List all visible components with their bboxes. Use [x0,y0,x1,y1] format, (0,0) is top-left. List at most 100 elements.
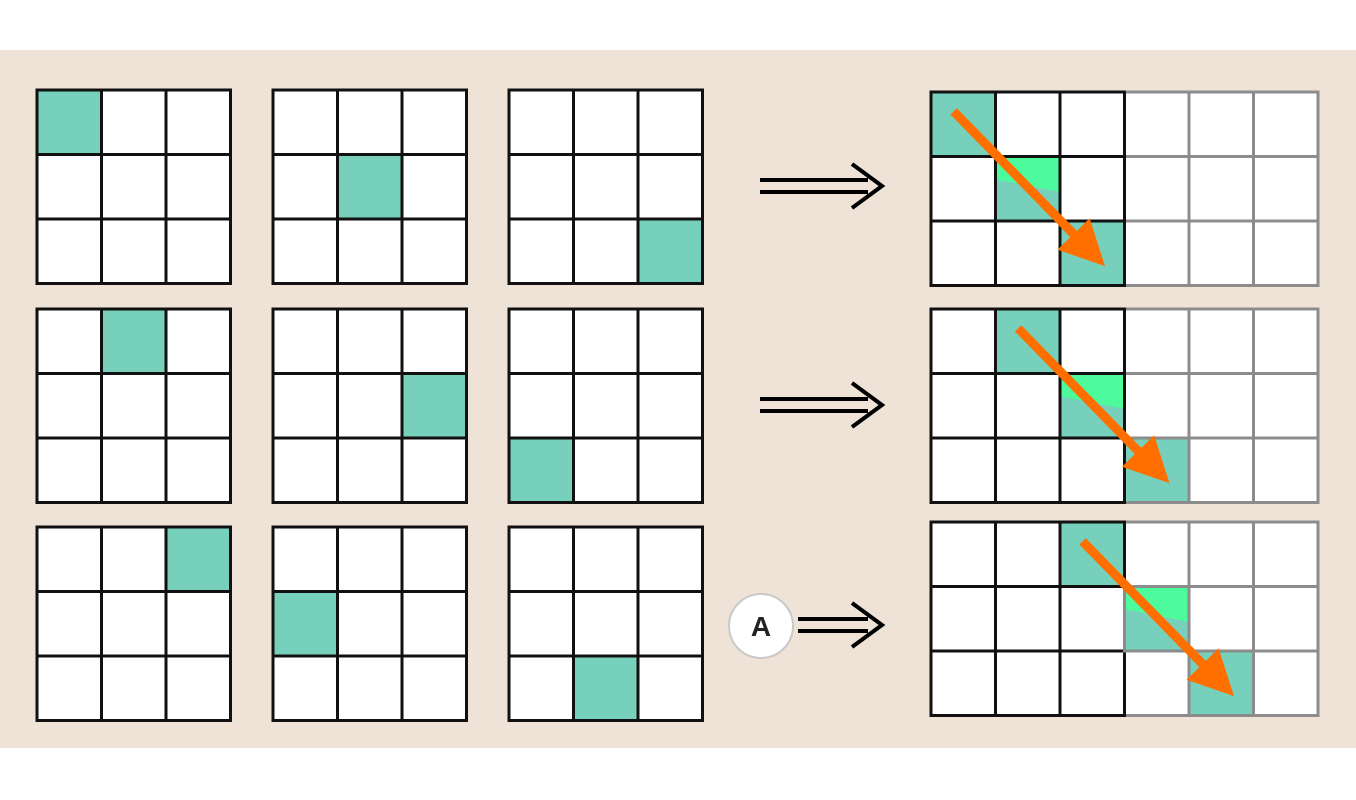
extended-cell [1187,436,1255,504]
answer-cell-border [1058,372,1126,440]
highlighted-cell [164,525,232,593]
trend-arrow [950,108,1105,267]
answer-cell [994,585,1062,653]
pattern-grid-r2-c1 [35,307,232,504]
pattern-grid-r3-c1 [35,525,232,722]
answer-cell [1058,307,1126,375]
extended-cell [1123,155,1191,223]
grid-cell [35,436,103,504]
grid-cell [100,590,168,658]
highlighted-cell [400,372,468,440]
grid-cell [636,590,704,658]
option-badge[interactable]: A [728,593,794,659]
answer-cell-shade [1060,396,1125,438]
grid-cell [336,654,404,722]
grid-cell [164,88,232,156]
grid-cell [507,153,575,221]
grid-cell [400,217,468,285]
grid-cell [572,88,640,156]
answer-cell [994,372,1062,440]
answer-cell [994,90,1062,158]
answer-cell [1058,585,1126,653]
extended-cell [1252,307,1320,375]
grid-cell [100,217,168,285]
answer-cell [929,649,997,717]
grid-cell [336,436,404,504]
answer-cell [929,436,997,504]
answer-grid-row-1 [929,90,1320,287]
grid-cell [572,153,640,221]
answer-cell [1058,649,1126,717]
grid-cell [164,372,232,440]
answer-cell [994,436,1062,504]
grid-cell [636,525,704,593]
implication-arrow-row-2 [760,381,886,429]
pattern-grids [35,88,704,722]
grid-cell [35,307,103,375]
grid-cell [400,590,468,658]
grid-cell [164,153,232,221]
grid-cell [164,590,232,658]
extended-cell [1123,90,1191,158]
grid-cell [572,525,640,593]
grid-cell [636,436,704,504]
pattern-grid-r2-c2 [271,307,468,504]
extended-cell [1252,585,1320,653]
implication-arrow-row-1 [760,162,886,210]
implication-arrow-row-3 [798,601,886,649]
grid-cell [336,590,404,658]
extended-cell [1252,372,1320,440]
extended-cell [1252,155,1320,223]
arrow-head [850,601,886,649]
highlighted-cell [336,153,404,221]
answer-grid-row-2 [929,307,1320,504]
grid-cell [572,217,640,285]
grid-cell [572,372,640,440]
grid-cell [100,153,168,221]
grid-cell [164,654,232,722]
answer-cell [1058,155,1126,223]
answer-cell [929,372,997,440]
option-badge-circle[interactable] [728,593,794,659]
extended-cell [1187,372,1255,440]
grid-cell [336,372,404,440]
grid-cell [572,436,640,504]
grid-cell [636,153,704,221]
grid-cell [507,217,575,285]
highlighted-cell [572,654,640,722]
grid-cell [100,525,168,593]
highlighted-cell [507,436,575,504]
grid-cell [507,88,575,156]
grid-cell [271,153,339,221]
grid-cell [636,654,704,722]
grid-cell [507,372,575,440]
grid-cell [100,88,168,156]
grid-cell [271,88,339,156]
grid-cell [400,525,468,593]
grid-cell [636,307,704,375]
grid-cell [636,88,704,156]
answer-cell [994,219,1062,287]
grid-cell [271,307,339,375]
grid-cell [100,436,168,504]
trend-arrow [1014,325,1170,484]
grid-cell [271,217,339,285]
pattern-grid-r2-c3 [507,307,704,504]
grid-cell [400,654,468,722]
answer-cell [929,155,997,223]
option-badge-label[interactable]: A [751,611,771,642]
grid-cell [400,436,468,504]
extended-cell [1252,219,1320,287]
answer-cell [929,307,997,375]
pattern-grid-r1-c3 [507,88,704,285]
extended-cell [1187,585,1255,653]
grid-cell [271,525,339,593]
grid-cell [507,654,575,722]
pattern-grid-r3-c3 [507,525,704,722]
highlighted-cell [271,590,339,658]
grid-cell [271,654,339,722]
answer-cell-border [1123,585,1191,653]
answer-cell-border [994,155,1062,223]
grid-cell [271,436,339,504]
grid-cell [507,590,575,658]
